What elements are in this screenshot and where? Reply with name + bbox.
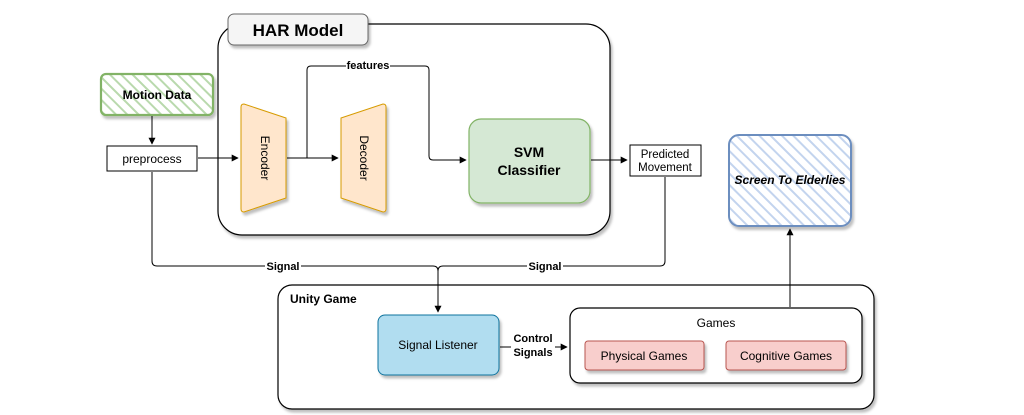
svm-label-line2: Classifier bbox=[497, 162, 561, 178]
signal-left-label-bg bbox=[265, 260, 301, 273]
preprocess-node bbox=[106, 145, 198, 172]
control-signals-label-bg bbox=[511, 331, 555, 359]
screen-label: Screen To Elderlies bbox=[735, 173, 846, 187]
cognitive-games-node bbox=[725, 340, 847, 371]
preprocess-label: preprocess bbox=[122, 152, 181, 166]
features-label-bg bbox=[346, 59, 390, 72]
cognitive-games-label: Cognitive Games bbox=[740, 349, 832, 363]
edge-features bbox=[306, 65, 467, 164]
motion-data-node bbox=[99, 72, 215, 117]
svm-classifier-node bbox=[468, 118, 591, 204]
screen-to-elderlies-node bbox=[728, 134, 852, 227]
signal-listener-label: Signal Listener bbox=[398, 338, 477, 352]
decoder-label: Decoder bbox=[357, 135, 371, 180]
unity-game-title: Unity Game bbox=[290, 292, 357, 306]
predicted-label-line1: Predicted bbox=[641, 149, 690, 161]
signal-right-label: Signal bbox=[528, 261, 561, 273]
control-signals-line1: Control bbox=[513, 333, 552, 345]
decoder-node bbox=[340, 103, 387, 213]
features-label: features bbox=[347, 60, 390, 72]
control-signals-line2: Signals bbox=[513, 347, 552, 359]
svm-label-line1: SVM bbox=[514, 144, 544, 160]
games-title: Games bbox=[697, 316, 736, 330]
predicted-label-line2: Movement bbox=[638, 162, 692, 174]
motion-data-label: Motion Data bbox=[123, 88, 192, 102]
signal-right-label-bg bbox=[527, 260, 563, 273]
predicted-movement-node bbox=[629, 144, 702, 177]
physical-games-node bbox=[584, 340, 705, 371]
har-model-title: HAR Model bbox=[253, 21, 344, 40]
edge-signal-left bbox=[151, 172, 439, 272]
signal-listener-node bbox=[377, 314, 500, 376]
encoder-node bbox=[240, 103, 287, 213]
encoder-label: Encoder bbox=[258, 136, 272, 181]
har-model-title-tab bbox=[227, 13, 369, 46]
physical-games-label: Physical Games bbox=[601, 349, 688, 363]
edge-signal-right bbox=[437, 177, 666, 272]
signal-left-label: Signal bbox=[266, 261, 299, 273]
